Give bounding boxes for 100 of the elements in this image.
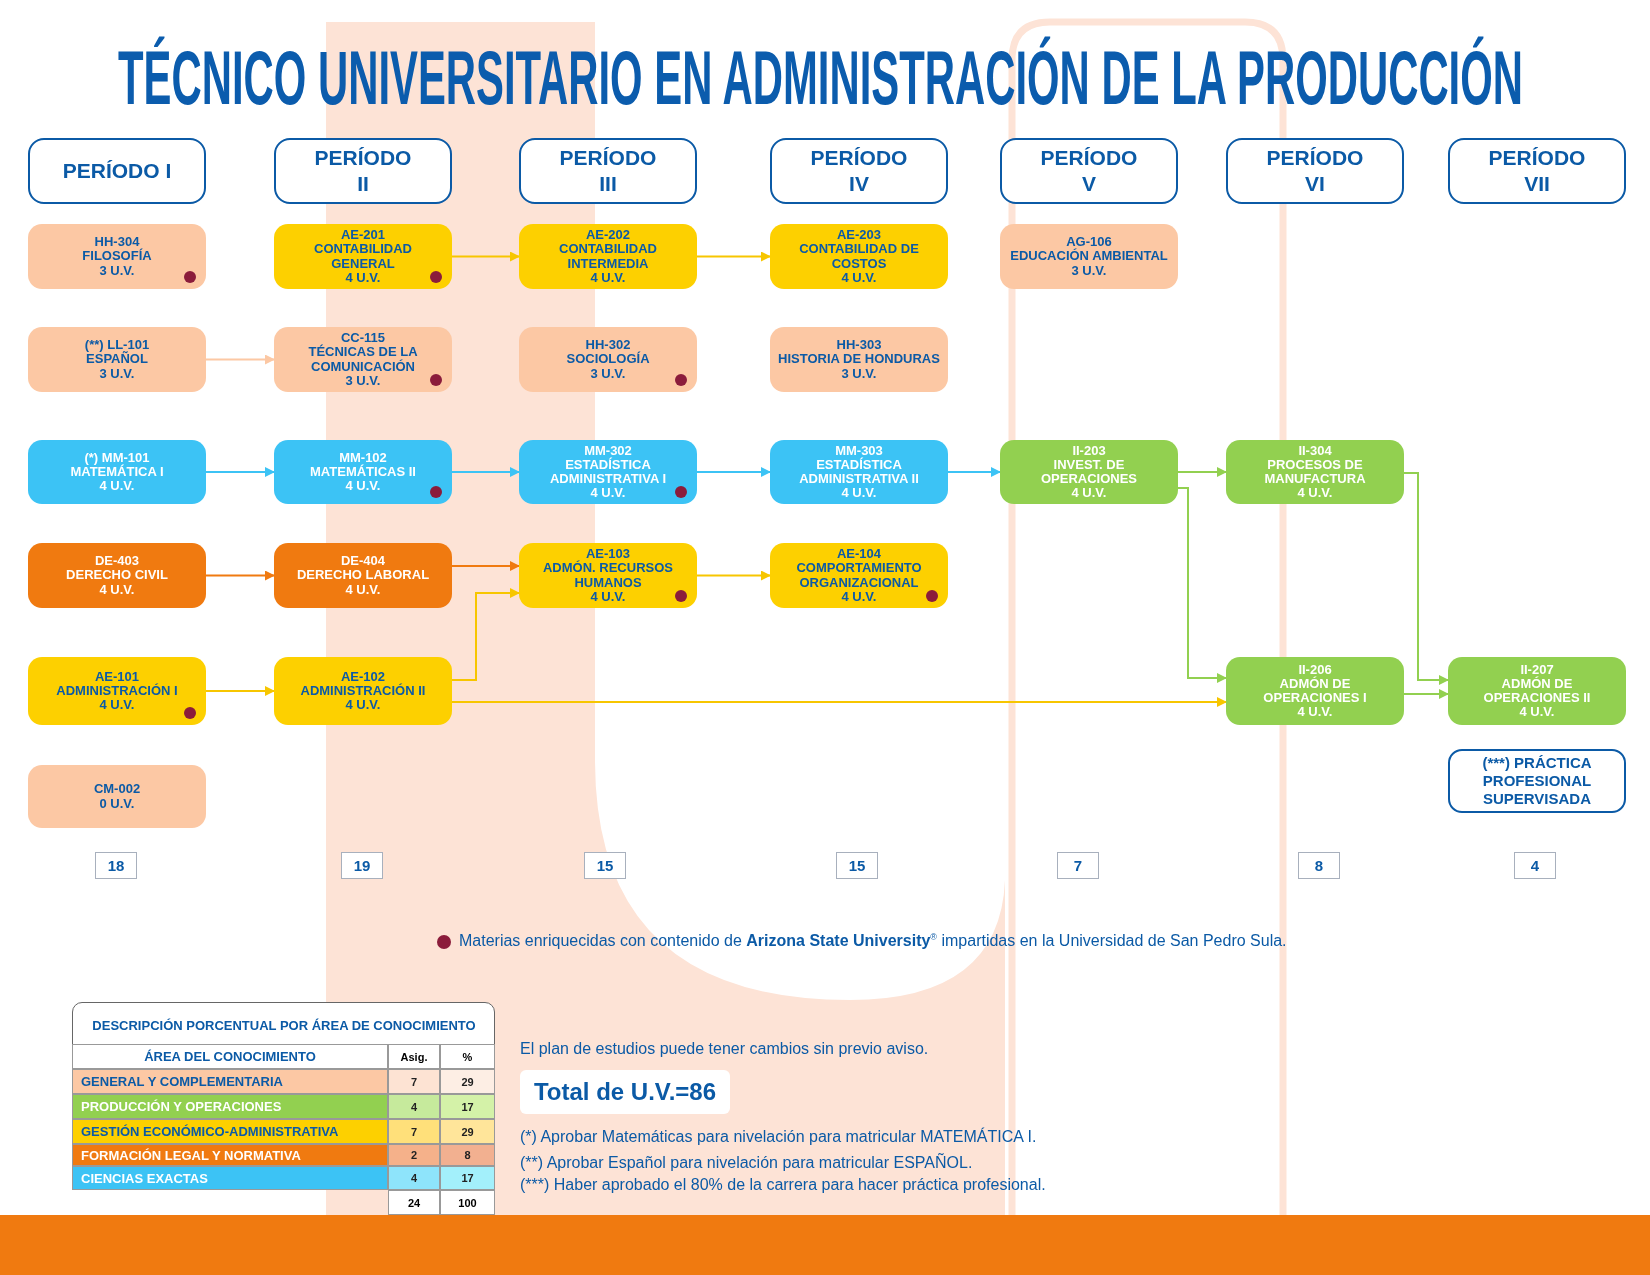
- course-name: CONTABILIDAD INTERMEDIA: [558, 242, 658, 271]
- period-header: [519, 138, 697, 204]
- course-credits: 4 U.V.: [345, 698, 381, 713]
- course-name: CONTABILIDAD GENERAL: [313, 242, 413, 271]
- period-label: PERÍODO V: [1039, 144, 1139, 197]
- practice-box: [1448, 749, 1626, 813]
- course-credits: 4 U.V.: [345, 479, 381, 494]
- course-credits: 4 U.V.: [841, 486, 877, 501]
- course-code: MM-303: [835, 443, 883, 458]
- period-header: [274, 138, 452, 204]
- course-box: [770, 440, 948, 504]
- course-credits: 4 U.V.: [1297, 705, 1333, 720]
- footnote: (**) Aprobar Español para nivelación para matricular ESPAÑOL.: [520, 1154, 974, 1173]
- arrow: [1177, 487, 1227, 683]
- table-cell: 29: [440, 1119, 495, 1144]
- table-cell: PRODUCCIÓN Y OPERACIONES: [72, 1094, 388, 1119]
- course-credits: 3 U.V.: [99, 366, 135, 381]
- table-cell: FORMACIÓN LEGAL Y NORMATIVA: [72, 1144, 388, 1166]
- course-credits: 4 U.V.: [99, 479, 135, 494]
- credit-total: 18: [95, 852, 137, 879]
- course-credits: 3 U.V.: [590, 366, 626, 381]
- course-box: [770, 327, 948, 392]
- course-name: MATEMÁTICAS II: [310, 465, 416, 479]
- course-credits: 4 U.V.: [590, 270, 626, 285]
- course-box: [1226, 440, 1404, 504]
- course-code: (*) MM-101: [84, 450, 150, 465]
- course-code: AE-201: [340, 228, 386, 243]
- course-box: [519, 440, 697, 504]
- course-name: ESTADÍSTICA ADMINISTRATIVA I: [549, 457, 667, 487]
- period-label: PERÍODO I: [62, 157, 172, 184]
- course-box: [28, 440, 206, 504]
- arrow: [1177, 467, 1227, 477]
- course-credits: 4 U.V.: [1519, 705, 1555, 720]
- course-code: MM-302: [584, 443, 632, 458]
- course-credits: 4 U.V.: [1071, 486, 1107, 501]
- course-name: DERECHO LABORAL: [296, 568, 430, 583]
- table-cell: CIENCIAS EXACTAS: [72, 1166, 388, 1190]
- table-cell: 24: [388, 1190, 440, 1215]
- course-name: FILOSOFÍA: [82, 249, 152, 264]
- course-name: HISTORIA DE HONDURAS: [778, 352, 940, 367]
- course-code: AE-101: [94, 669, 140, 684]
- course-credits: 4 U.V.: [841, 589, 877, 604]
- course-code: II-206: [1298, 662, 1332, 677]
- table-cell: 7: [388, 1069, 440, 1094]
- period-header: [1226, 138, 1404, 204]
- course-credits: 4 U.V.: [345, 582, 381, 597]
- course-name: (***) PRÁCTICA PROFESIONAL SUPERVISADA: [1481, 754, 1593, 808]
- course-box: [770, 224, 948, 289]
- arrow: [947, 467, 1001, 477]
- arrow: [696, 467, 771, 477]
- period-label: PERÍODO IV: [809, 144, 909, 197]
- course-code: AE-103: [585, 547, 631, 562]
- course-credits: 4 U.V.: [99, 582, 135, 597]
- course-box: [1226, 657, 1404, 725]
- note-text: El plan de estudios puede tener cambios sin previo aviso.: [520, 1040, 930, 1059]
- period-header: [28, 138, 206, 204]
- course-box: [28, 657, 206, 725]
- course-name: INVEST. DE OPERACIONES: [1039, 457, 1139, 487]
- table-cell: 7: [388, 1119, 440, 1144]
- course-box: [1448, 657, 1626, 725]
- course-code: AE-104: [836, 547, 882, 562]
- course-box: [1000, 440, 1178, 504]
- course-box: [28, 543, 206, 608]
- course-name: TÉCNICAS DE LA COMUNICACIÓN: [307, 345, 419, 374]
- course-box: [28, 765, 206, 828]
- table-header: %: [440, 1044, 495, 1069]
- period-header: [1000, 138, 1178, 204]
- arrow: [205, 354, 275, 365]
- course-code: DE-404: [340, 554, 386, 569]
- course-credits: 3 U.V.: [1071, 263, 1107, 278]
- course-credits: 4 U.V.: [590, 589, 626, 604]
- course-credits: 3 U.V.: [841, 366, 877, 381]
- arrow: [451, 467, 520, 477]
- course-credits: 4 U.V.: [1297, 486, 1333, 501]
- course-credits: 4 U.V.: [841, 270, 877, 285]
- course-box: [274, 224, 452, 289]
- course-code: AE-202: [585, 228, 631, 243]
- course-box: [519, 224, 697, 289]
- table-cell: 2: [388, 1144, 440, 1166]
- period-label: PERÍODO II: [313, 144, 413, 197]
- table-cell: 29: [440, 1069, 495, 1094]
- period-label: PERÍODO III: [558, 144, 658, 197]
- course-box: [519, 327, 697, 392]
- table-cell: GESTIÓN ECONÓMICO-ADMINISTRATIVA: [72, 1119, 388, 1144]
- course-name: COMPORTAMIENTO ORGANIZACIONAL: [795, 561, 923, 590]
- course-credits: 4 U.V.: [590, 486, 626, 501]
- credit-total: 15: [836, 852, 878, 879]
- arrow: [1403, 689, 1449, 699]
- course-code: AE-102: [340, 669, 386, 684]
- period-header: [1448, 138, 1626, 204]
- course-name: ESTADÍSTICA ADMINISTRATIVA II: [798, 457, 920, 487]
- course-name: DERECHO CIVIL: [66, 568, 168, 583]
- course-name: CONTABILIDAD DE COSTOS: [798, 242, 920, 271]
- legend-text: Materias enriquecidas con contenido de Arizona State University$^{®}$ impartidas en la Universidad de San Pedro Sula.: [459, 932, 1287, 951]
- period-label: PERÍODO VII: [1487, 144, 1587, 197]
- period-label: PERÍODO VI: [1265, 144, 1365, 197]
- course-name: PROCESOS DE MANUFACTURA: [1263, 457, 1367, 487]
- arrow: [696, 251, 771, 262]
- arrow: [696, 570, 771, 581]
- course-code: HH-304: [94, 235, 140, 250]
